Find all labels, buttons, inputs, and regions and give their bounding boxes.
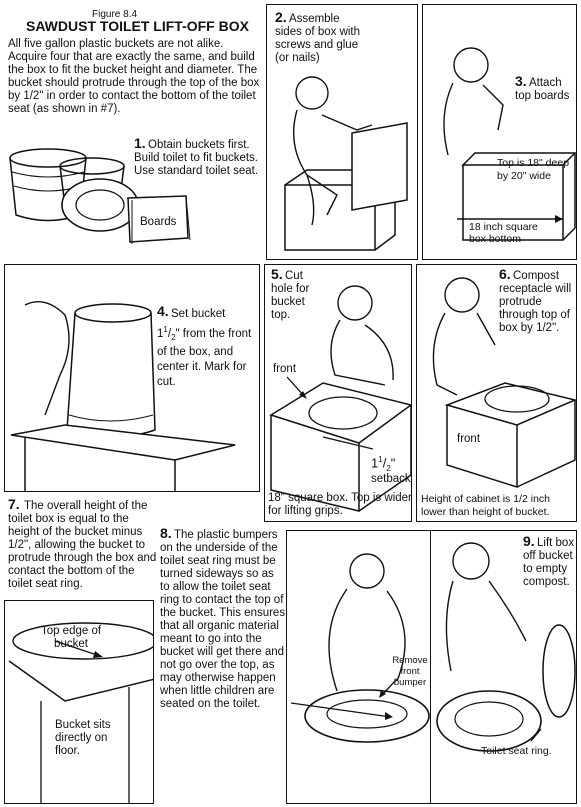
box-section-illustration [8,622,153,803]
step9-number: 9. [523,533,535,549]
attach-top-illustration [443,47,576,241]
step4-text: Set bucket 11/2" from the front of the b… [157,308,252,389]
lift-box-illustration [436,542,576,752]
step3-number: 3. [515,73,527,89]
boards-label: Boards [140,216,177,228]
step1-text: Obtain buckets first. Build toilet to fi… [134,139,259,177]
step3-text: Attach top boards [515,77,570,102]
step9-text: Lift box off bucket to empty compost. [523,537,575,588]
step4-text-a: Set bucket [171,308,226,320]
step6-text: Compost receptacle will protrude through… [499,270,572,334]
cut-hole-illustration [269,285,411,512]
intro-text: All five gallon plastic buckets are not … [8,38,260,115]
step4-frac-den: 2 [171,333,176,343]
buckets-illustration [9,148,191,244]
top-edge-label: Top edge of bucket [40,625,102,650]
step9-panel: 9. Lift box off bucket to empty compost.… [430,530,577,804]
step3-panel: 3. Attach top boards Top is 18" deep by … [422,4,577,260]
step5-caption: 18" square box. Top is wider for lifting… [268,492,412,517]
page-title: SAWDUST TOILET LIFT-OFF BOX [26,18,249,34]
step7-panel: Top edge of bucket Bucket sits directly … [4,600,154,804]
step4-number: 4. [157,303,169,319]
step6-caption: Height of cabinet is 1/2 inch lower than… [421,493,550,518]
step4-panel: 4. Set bucket 11/2" from the front of th… [4,264,260,492]
box-bottom-label: 18 inch square box bottom [469,221,538,245]
setback-measure: 11/2" [371,455,396,473]
front-label-5: front [273,363,297,375]
assemble-illustration [284,76,408,251]
step1-region: 1. Obtain buckets first. Build toilet to… [0,0,264,262]
step6-panel: 6. Compost receptacle will protrude thro… [416,264,577,522]
step8-panel: Remove front bumper [286,530,432,804]
setback-label: setback [371,473,411,485]
step4-text-b: " from the front of the box, and center … [157,327,252,389]
step6-number: 6. [499,266,511,282]
step8-text: The plastic bumpers on the underside of … [160,529,286,710]
seat-bumpers-illustration [290,553,430,743]
step1-number: 1. [134,135,146,151]
step2-panel: 2. Assemble sides of box with screws and… [266,4,418,260]
compost-illustration [432,277,576,489]
step2-text: Assemble sides of box with screws and gl… [275,13,361,64]
step7-number: 7. [8,496,20,512]
set-bucket-illustration [10,301,236,491]
bucket-sits-label: Bucket sits directly on floor. [55,719,111,757]
remove-bumper-label: Remove front bumper [392,655,428,688]
step4-whole: 1 [157,327,164,340]
step8-number: 8. [160,525,172,541]
step2-number: 2. [275,9,287,25]
toilet-seat-label: Toilet seat ring. [481,745,552,757]
step5-panel: 5. Cut hole for bucket top. front 11/2" … [264,264,412,522]
step7-text: The overall height of the toilet box is … [8,500,157,590]
figure-label: Figure 8.4 [92,9,138,20]
step5-text: Cut hole for bucket top. [271,270,310,321]
step4-frac-num: 1 [163,325,168,334]
front-label-6: front [457,433,481,445]
top-dimension-label: Top is 18" deep by 20" wide [497,157,570,182]
step5-number: 5. [271,266,283,282]
